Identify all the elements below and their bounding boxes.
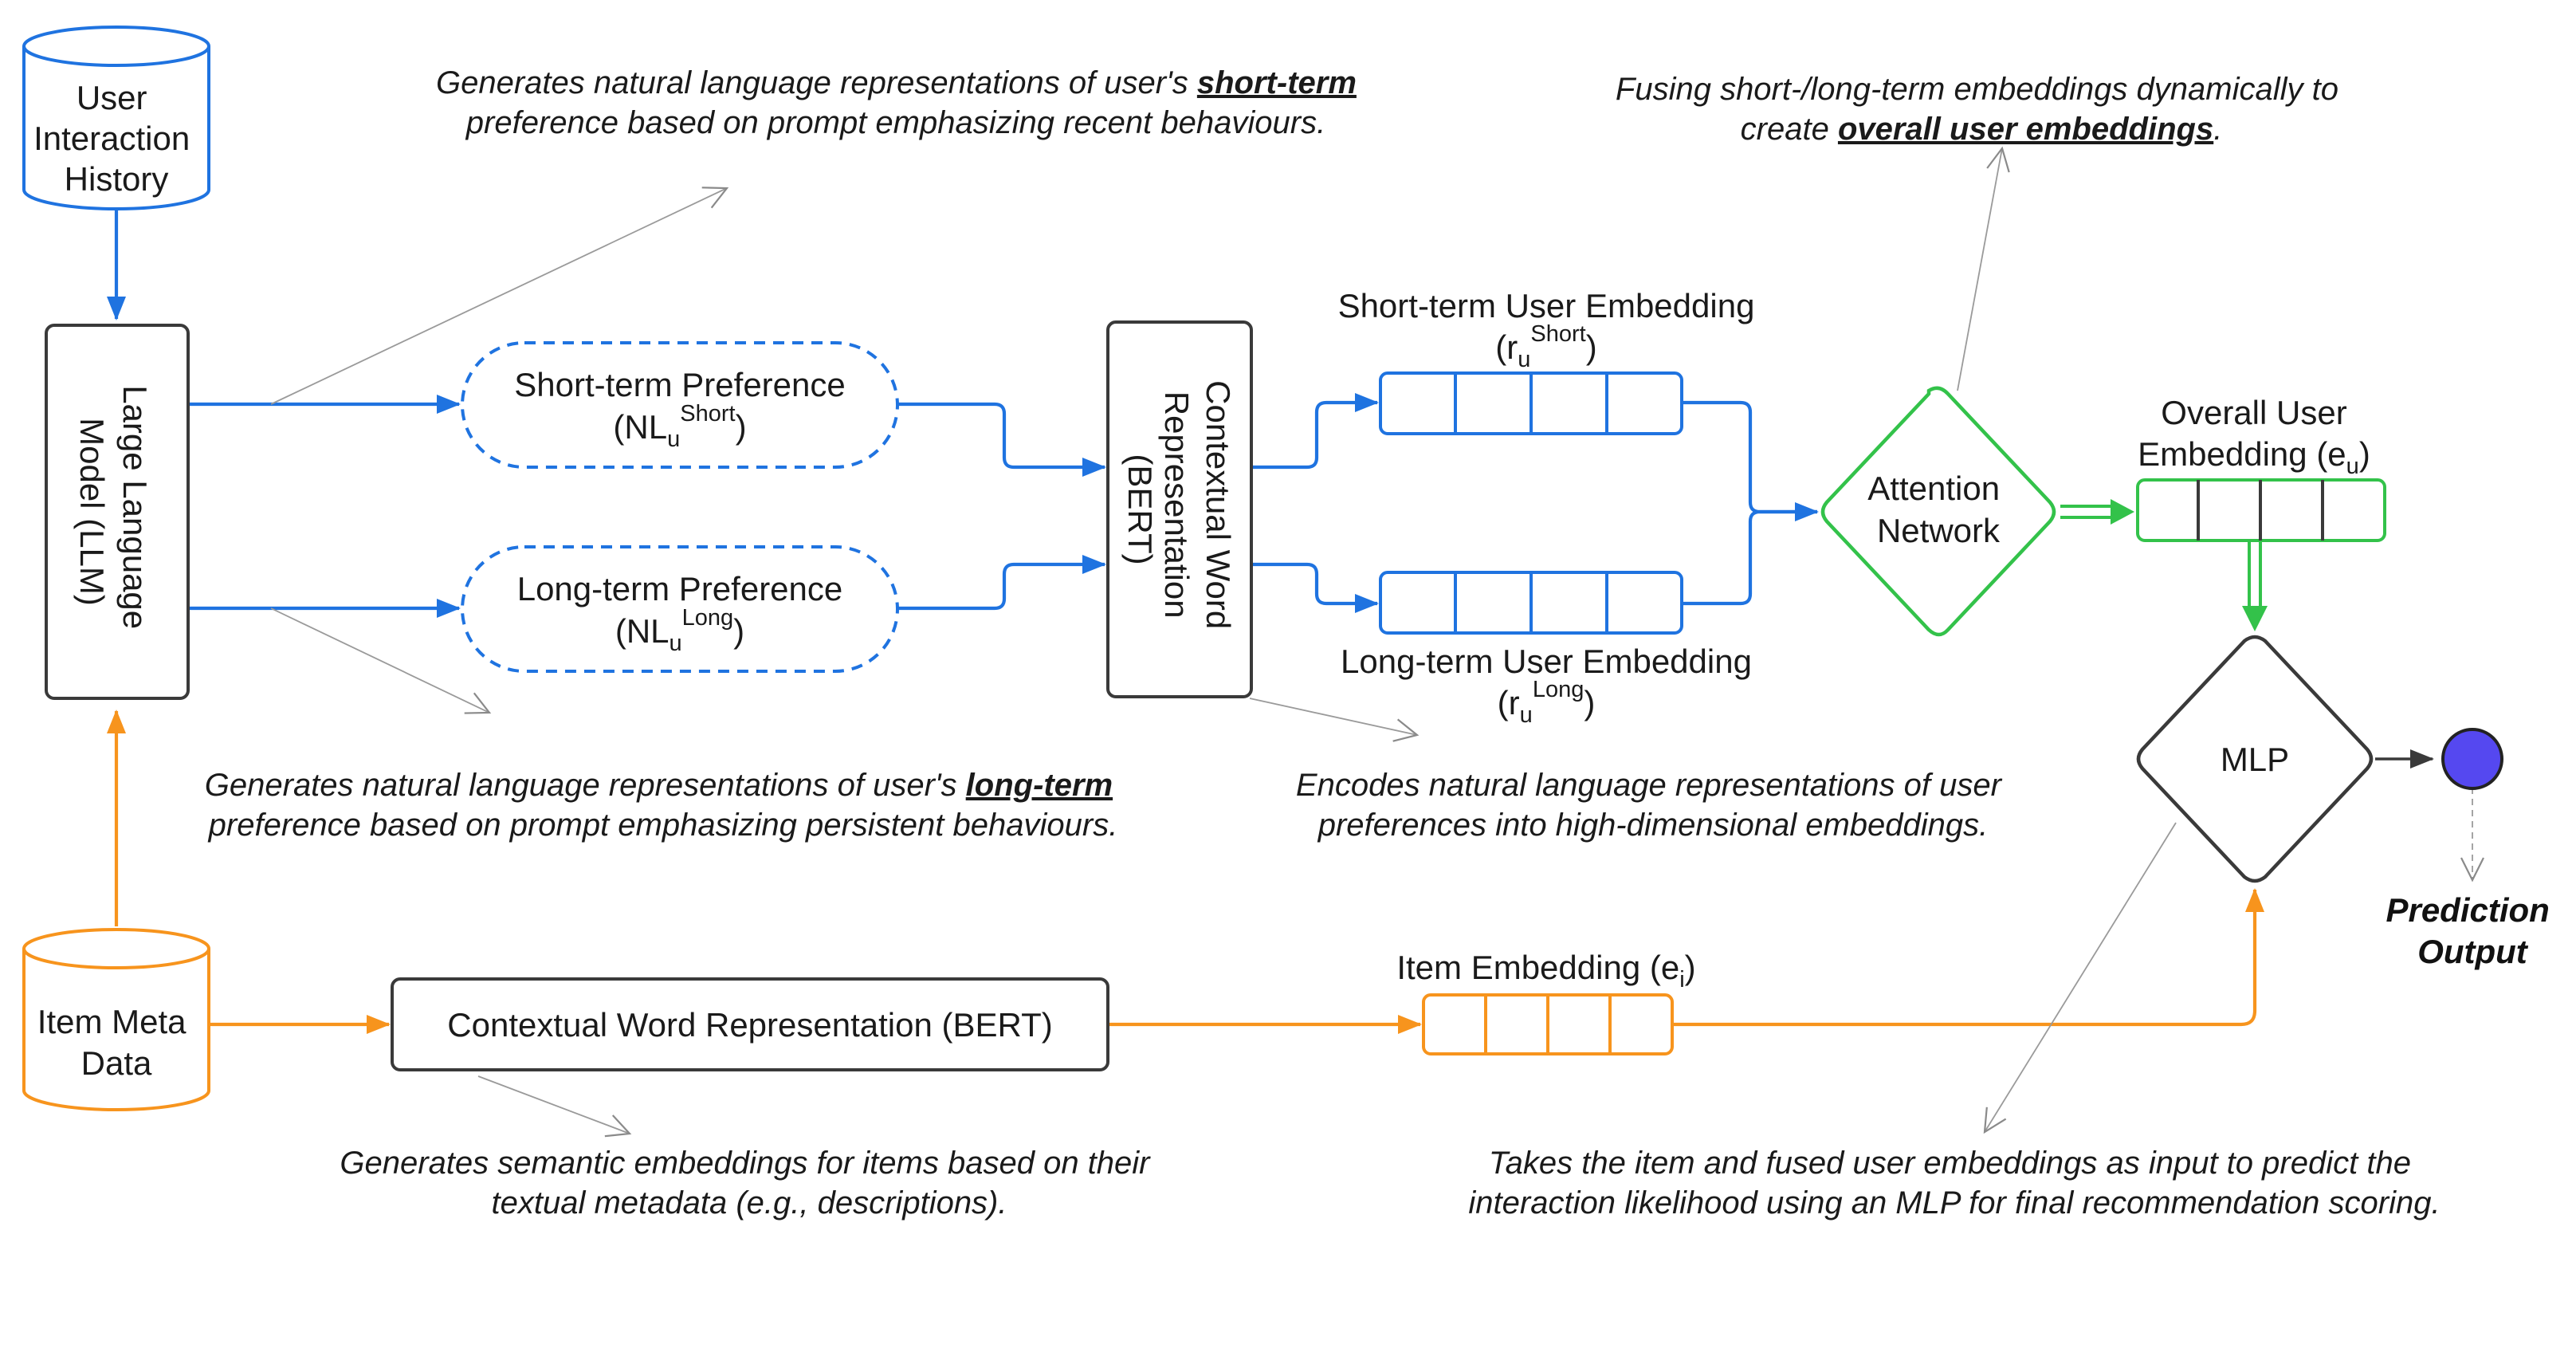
llm-box: Large Language Model (LLM): [45, 324, 190, 700]
llm-label-line1: Large Language: [116, 385, 154, 629]
item-meta-data-database: Item Meta Data: [22, 928, 210, 1111]
item-embedding: Item Embedding (ei): [1396, 949, 1696, 1055]
short-pref-symbol: (NLuShort): [613, 401, 746, 452]
encodes-annotation: Encodes natural language representations…: [1296, 768, 2010, 843]
pointer-long-term-annotation: [270, 607, 492, 714]
short-pref-title: Short-term Preference: [514, 366, 846, 403]
mlp-node: MLP: [2136, 635, 2374, 883]
overall-emb-line2: Embedding (eu): [2138, 435, 2370, 479]
svg-text:User Interaction H: User Interaction History: [33, 79, 199, 198]
user-interaction-history-database: User Interaction History: [22, 26, 210, 210]
llm-label-line2: Model (LLM): [73, 418, 111, 606]
prediction-output-label: Prediction Output: [2386, 891, 2558, 970]
item-db-line2: Data: [81, 1044, 152, 1082]
prediction-output-node: [2441, 728, 2503, 790]
fusing-annotation: Fusing short-/long-term embeddings dynam…: [1616, 72, 2347, 147]
short-term-preference-node: Short-term Preference (NLuShort): [461, 341, 899, 469]
long-term-preference-node: Long-term Preference (NLuLong): [461, 545, 899, 673]
bert-user-encoder-box: Contextual Word Representation (BERT): [1106, 320, 1253, 698]
item-emb-title: Item Embedding (ei): [1396, 949, 1695, 993]
long-emb-symbol: (ruLong): [1498, 677, 1596, 728]
svg-text:Attention Network: Attention Network: [1867, 470, 2009, 549]
bert-item-encoder-box: Contextual Word Representation (BERT): [391, 977, 1109, 1071]
pointer-fusing-annotation: [1957, 146, 2010, 391]
overall-emb-line1: Overall User: [2161, 394, 2346, 431]
pointer-semantic-annotation: [477, 1075, 632, 1138]
short-emb-title: Short-term User Embedding: [1338, 287, 1755, 324]
bert-vertical-line3: (BERT): [1121, 454, 1159, 564]
svg-text:Item Meta Data: Item Meta Data: [37, 1003, 195, 1082]
overall-user-embedding: Overall User Embedding (eu): [2136, 394, 2386, 542]
bert-vertical-line1: Contextual Word: [1200, 380, 1237, 629]
long-term-annotation: Generates natural language representatio…: [205, 768, 1121, 843]
prediction-line2: Output: [2417, 933, 2529, 970]
prediction-line1: Prediction: [2386, 891, 2549, 929]
arrowhead-attention-to-overall: [2111, 499, 2134, 525]
long-emb-title: Long-term User Embedding: [1341, 643, 1752, 680]
attention-line1: Attention: [1867, 470, 2000, 507]
user-db-line2: Interaction: [33, 120, 190, 157]
item-db-line1: Item Meta: [37, 1003, 187, 1040]
semantic-annotation: Generates semantic embeddings for items …: [340, 1146, 1158, 1221]
takes-annotation: Takes the item and fused user embeddings…: [1468, 1146, 2440, 1221]
bert-vertical-line2: Representation: [1158, 391, 1196, 619]
long-term-user-embedding: Long-term User Embedding (ruLong): [1341, 571, 1752, 728]
short-term-annotation: Generates natural language representatio…: [436, 65, 1365, 140]
mlp-label: MLP: [2221, 741, 2289, 778]
arrow-bert-to-long-emb: [1251, 562, 1379, 613]
attention-line2: Network: [1877, 512, 2001, 549]
user-db-line1: User: [77, 79, 147, 116]
user-db-line3: History: [65, 160, 169, 198]
arrow-long-pref-to-bert: [897, 555, 1106, 611]
arrow-short-emb-to-attention: [1682, 400, 1819, 521]
arrowhead-overall-to-mlp: [2242, 606, 2268, 631]
svg-text:Contextual Word Represen: Contextual Word Representation (BERT): [1121, 380, 1237, 639]
arrow-item-emb-to-mlp: [1672, 888, 2264, 1027]
short-term-user-embedding: Short-term User Embedding (ruShort): [1338, 287, 1755, 435]
arrow-bert-to-short-emb: [1251, 393, 1379, 470]
svg-text:Large Language Model (LL: Large Language Model (LLM): [73, 385, 154, 639]
bert-item-label: Contextual Word Representation (BERT): [447, 1006, 1052, 1044]
pointer-takes-annotation: [1983, 822, 2177, 1134]
pointer-encodes-annotation: [1249, 698, 1420, 742]
arrow-short-pref-to-bert: [897, 402, 1106, 477]
long-pref-title: Long-term Preference: [517, 570, 843, 607]
pointer-short-term-annotation: [270, 187, 729, 405]
attention-network-node: Attention Network: [1820, 386, 2056, 637]
arrow-long-emb-to-attention: [1682, 509, 1817, 606]
short-emb-symbol: (ruShort): [1495, 321, 1596, 372]
